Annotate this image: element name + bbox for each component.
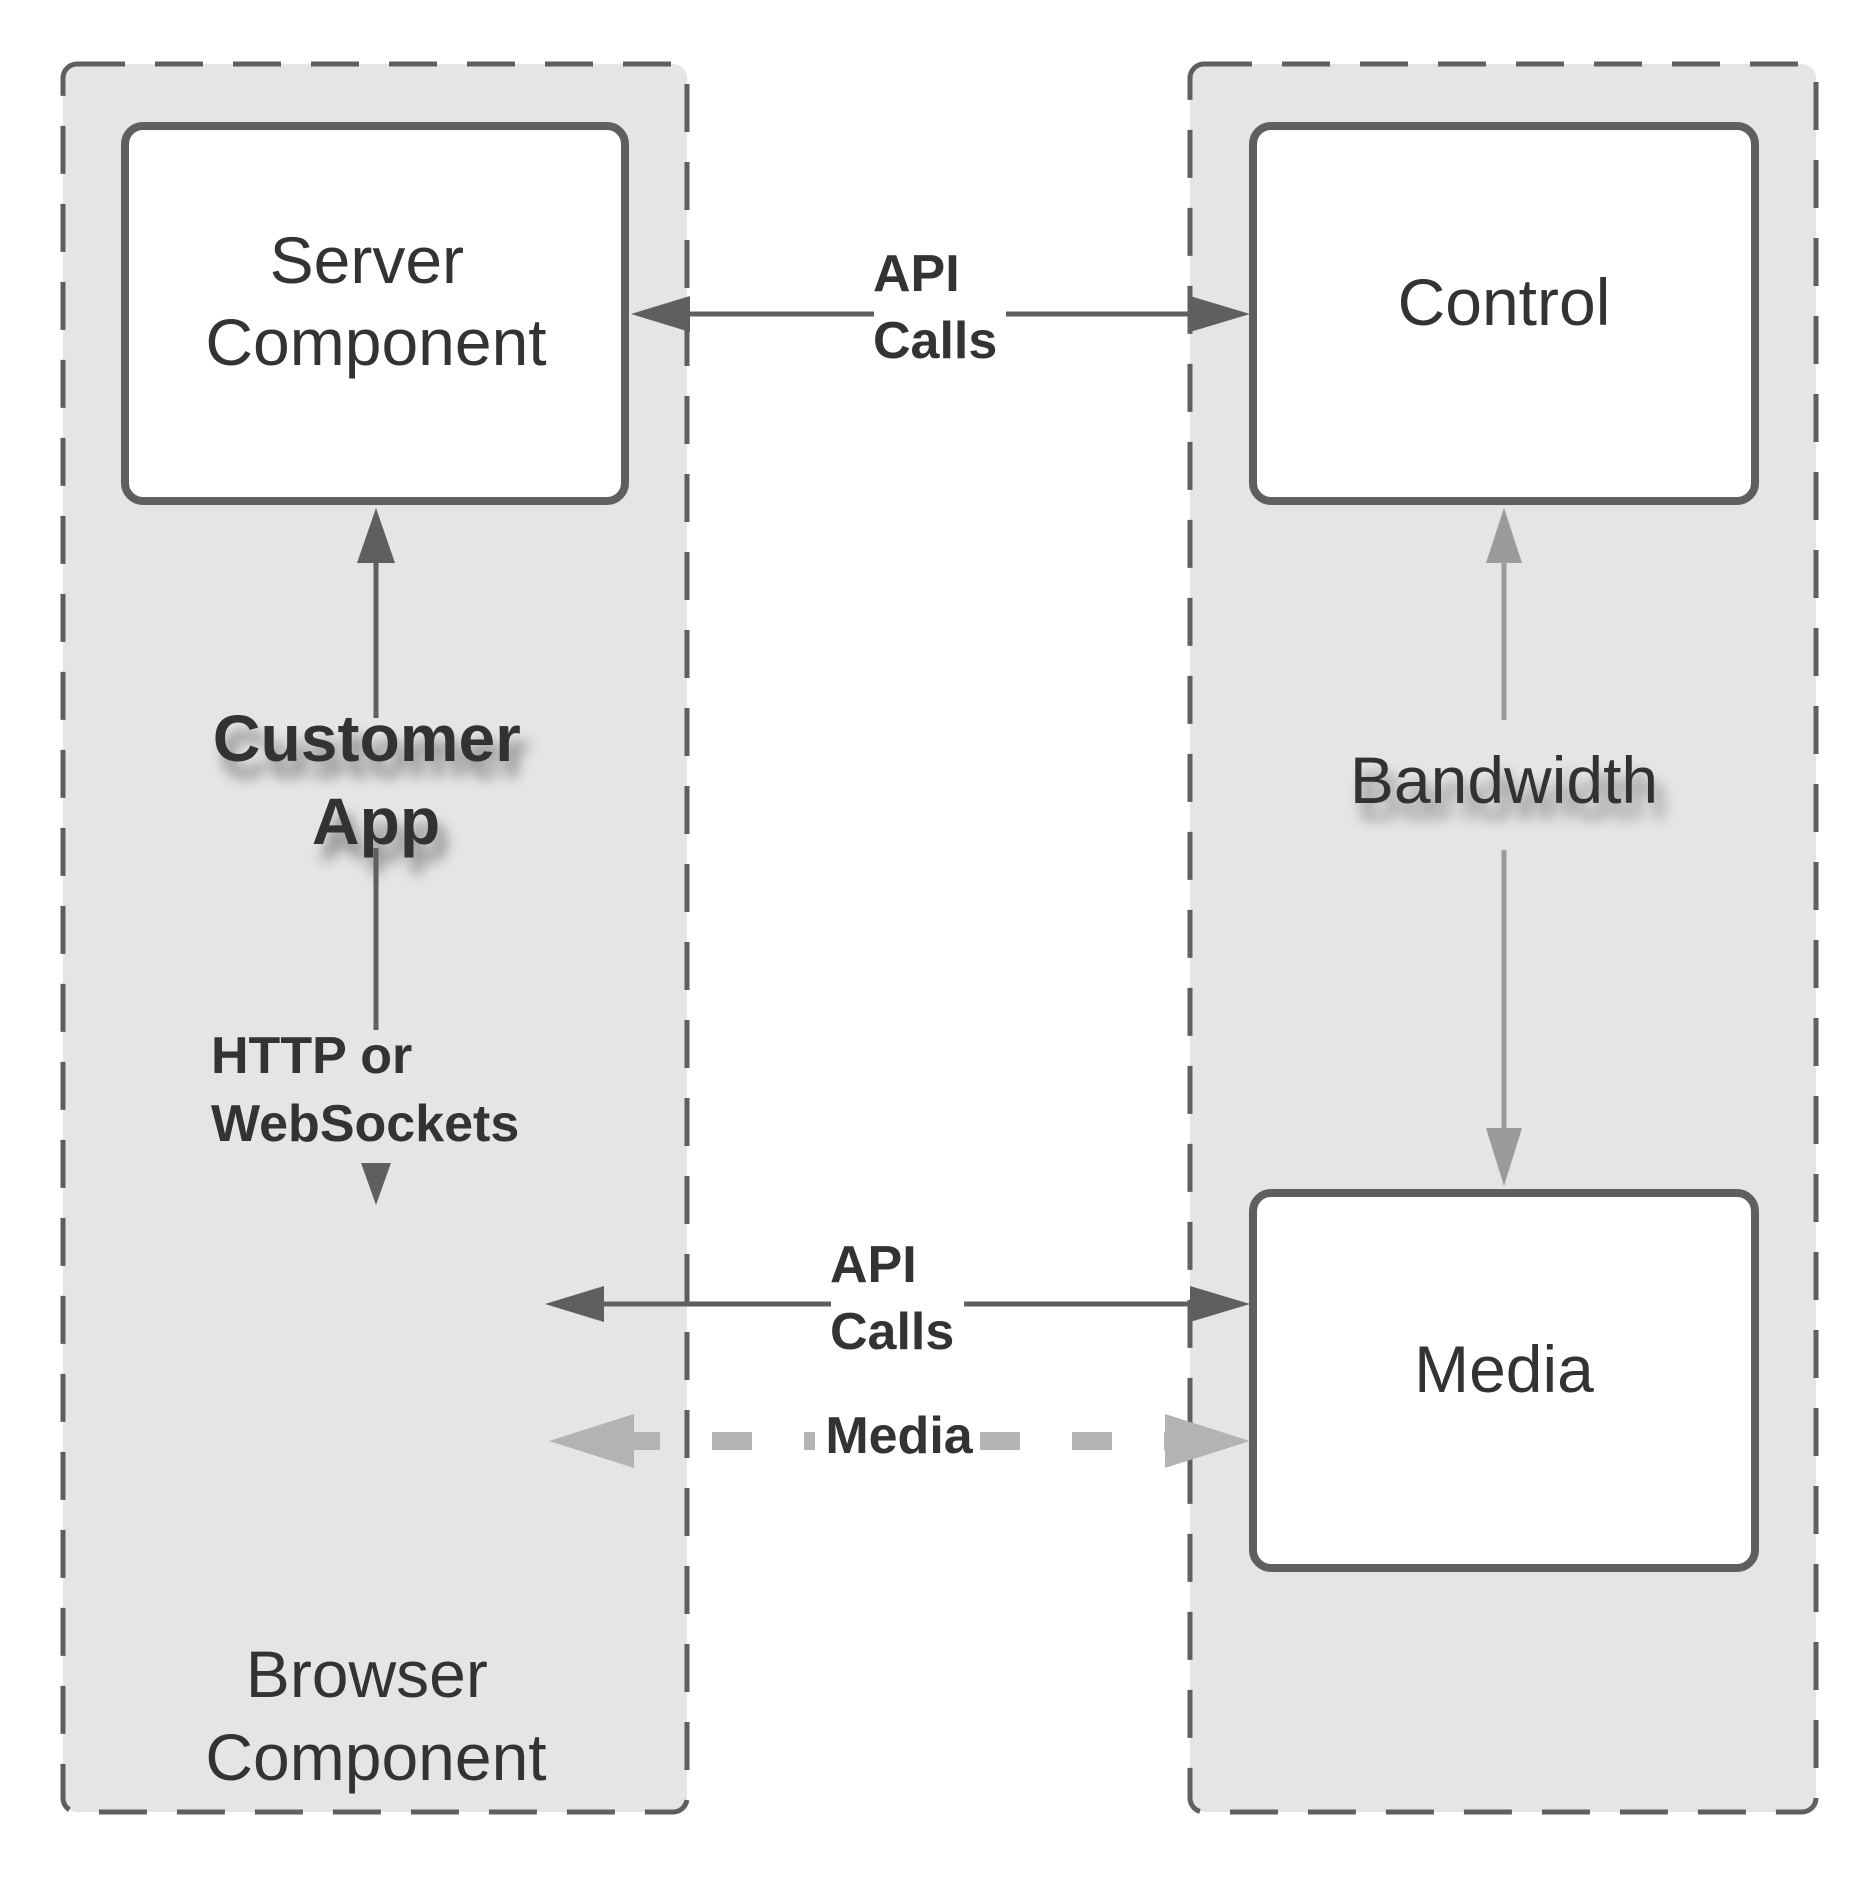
server-component-label-line1: Server [270,223,464,297]
customer-app-label: Customer App [213,701,539,858]
control-box [1249,122,1759,505]
browser-component-label-line2: Component [205,1720,546,1794]
browser-component-label-line1: Browser [246,1637,488,1711]
customer-app-label-line1: Customer [213,701,521,775]
bottom-api-arrowhead-left [545,1286,604,1322]
server-component-label-line2: Component [205,305,546,379]
bottom-api-label-line2: Calls [830,1303,954,1361]
bandwidth-label: Bandwidth [1350,743,1658,817]
top-api-label: API Calls [873,245,997,370]
top-api-calls-connection: API Calls [631,245,1250,370]
bandwidth-down-arrowhead [1486,1128,1522,1186]
control-label-line1: Control [1398,265,1611,339]
media-box-label: Media [1414,1332,1594,1406]
media-stream-label: Media [825,1407,973,1465]
browser-component-group: Server Component Customer App HTTP or We… [60,61,690,1815]
media-stream-connection: Media [549,1407,1250,1468]
media-stream-label-line1: Media [825,1407,973,1465]
media-box-label-line1: Media [1414,1332,1594,1406]
top-api-label-line2: Calls [873,312,997,370]
backend-group: Control Media Bandwidth [1187,61,1819,1815]
server-component-label: Server Component [205,223,546,379]
media-stream-arrowhead-right [1165,1414,1250,1468]
browser-component-label: Browser Component [205,1637,546,1794]
media-stream-arrowhead-left [549,1414,634,1468]
bottom-api-label: API Calls [830,1236,954,1361]
bottom-api-arrowhead-right [1190,1286,1250,1322]
http-websockets-label: HTTP or WebSockets [211,1027,519,1153]
bandwidth-label-line1: Bandwidth [1350,743,1658,817]
media-box [1249,1189,1759,1572]
http-websockets-label-line2: WebSockets [211,1095,519,1153]
control-label: Control [1398,265,1611,339]
top-api-label-line1: API [873,245,960,303]
top-api-arrowhead-left [631,296,690,332]
app-to-server-arrowhead [357,508,395,563]
top-api-arrowhead-right [1190,296,1250,332]
bottom-api-label-line1: API [830,1236,917,1294]
bottom-api-calls-connection: API Calls [545,1236,1250,1361]
server-component-box [121,122,629,505]
http-websockets-label-line1: HTTP or [211,1027,412,1085]
customer-app-label-line2: App [312,784,440,858]
app-to-browser-arrowhead [361,1163,391,1205]
bandwidth-up-arrowhead [1486,508,1522,563]
